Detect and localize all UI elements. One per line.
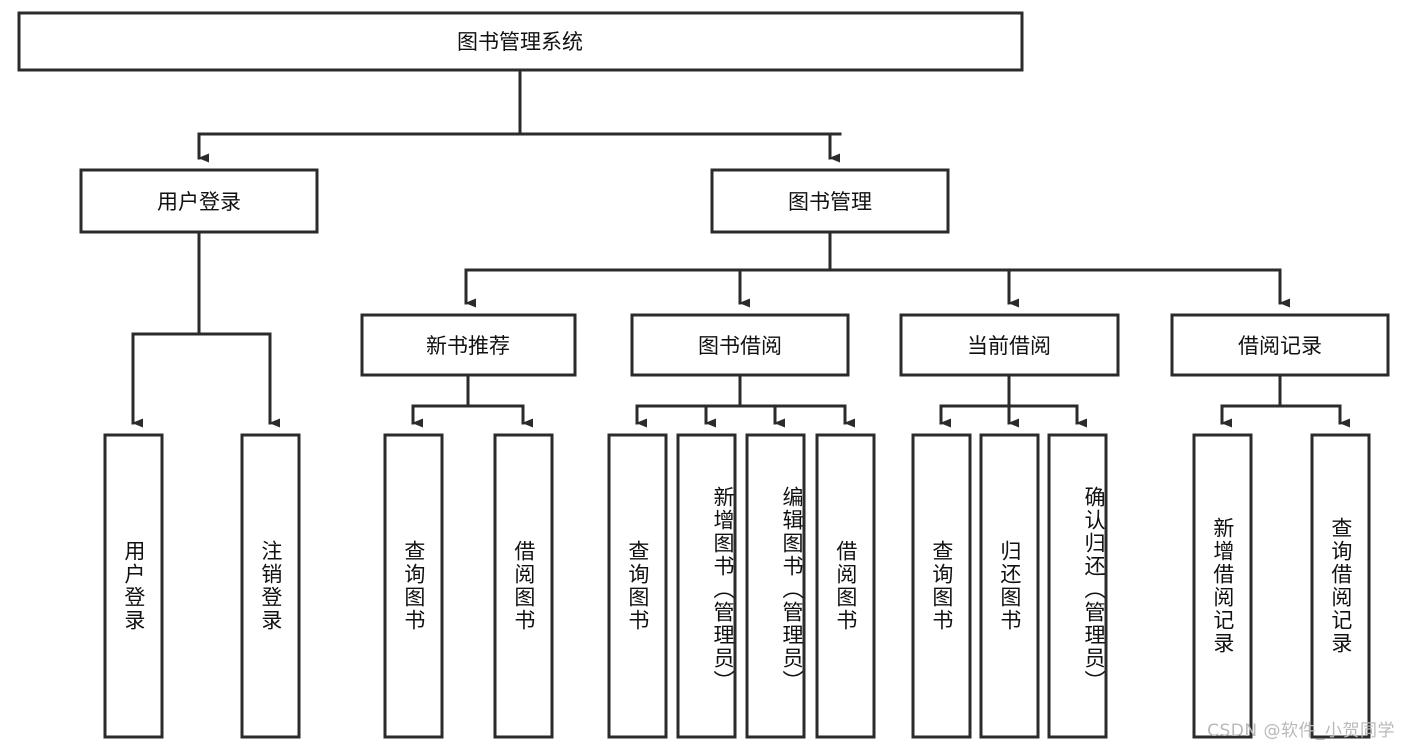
leaf-label-query-book-1: 查询图书: [401, 540, 426, 632]
leaf-box-return-book[interactable]: [979, 433, 1040, 739]
leaf-label-query-record: 查询借阅记录: [1328, 517, 1353, 655]
leaf-label-confirm-return: 确认归还（管理员）: [1082, 486, 1106, 693]
leaf-box-confirm-return[interactable]: [1047, 433, 1108, 739]
node-root-box[interactable]: [17, 11, 1024, 72]
node-borrow-record-box[interactable]: [1170, 313, 1390, 377]
node-new-book-recommend-box[interactable]: [360, 313, 577, 377]
leaf-box-borrow-book-1[interactable]: [493, 433, 554, 739]
connector-userlogin-to-leaves: [131, 230, 280, 428]
node-new-book-recommend-label: 新书推荐: [426, 334, 510, 358]
leaf-box-add-book[interactable]: [676, 433, 737, 739]
leaf-box-query-book-3[interactable]: [911, 433, 972, 739]
leaf-box-edit-book[interactable]: [745, 433, 806, 739]
node-user-login-label: 用户登录: [157, 190, 241, 214]
node-root-label: 图书管理系统: [457, 30, 583, 54]
leaf-box-query-book-1[interactable]: [383, 433, 444, 739]
node-user-login-box[interactable]: [79, 168, 319, 234]
leaf-label-add-record: 新增借阅记录: [1210, 517, 1235, 655]
node-book-manage-box[interactable]: [710, 168, 950, 234]
leaf-label-edit-book: 编辑图书（管理员）: [780, 486, 804, 693]
leaf-box-logout-login[interactable]: [240, 433, 301, 739]
leaf-label-borrow-book-2: 借阅图书: [833, 540, 858, 632]
node-current-borrow-box[interactable]: [899, 313, 1120, 377]
connector-bookborrow-to-leaves: [635, 373, 855, 428]
node-borrow-record[interactable]: 借阅记录: [1170, 313, 1390, 377]
connector-borrowrecord-to-leaves: [1220, 373, 1350, 428]
leaf-label-logout-login: 注销登录: [258, 540, 283, 632]
node-borrow-record-label: 借阅记录: [1238, 334, 1322, 358]
node-current-borrow-label: 当前借阅: [967, 334, 1051, 358]
leaf-label-query-book-3: 查询图书: [929, 540, 954, 632]
leaf-box-add-record[interactable]: [1192, 433, 1253, 739]
leaf-label-query-book-2: 查询图书: [625, 540, 650, 632]
leaf-label-add-book: 新增图书（管理员）: [711, 486, 735, 693]
leaf-box-query-record[interactable]: [1310, 433, 1371, 739]
csdn-watermark: CSDN @软件_小贺同学: [1207, 721, 1395, 741]
leaf-box-user-login[interactable]: [103, 433, 164, 739]
node-book-borrow-box[interactable]: [630, 313, 850, 377]
connector-currentborrow-to-leaves: [939, 373, 1087, 428]
leaf-box-borrow-book-2[interactable]: [815, 433, 876, 739]
leaf-label-borrow-book-1: 借阅图书: [511, 540, 536, 632]
leaf-label-user-login: 用户登录: [121, 540, 146, 632]
node-book-manage-label: 图书管理: [788, 190, 872, 214]
connector-bookmanage-to-level3: [464, 230, 1290, 308]
node-current-borrow[interactable]: 当前借阅: [899, 313, 1120, 377]
leaf-boxes: [103, 433, 1371, 739]
leaf-box-query-book-2[interactable]: [607, 433, 668, 739]
node-book-manage[interactable]: 图书管理: [710, 168, 950, 234]
node-user-login[interactable]: 用户登录: [79, 168, 319, 234]
node-book-borrow[interactable]: 图书借阅: [630, 313, 850, 377]
connector-newbook-to-leaves: [411, 373, 533, 428]
node-book-borrow-label: 图书借阅: [698, 334, 782, 358]
node-root[interactable]: 图书管理系统: [17, 11, 1024, 72]
node-new-book-recommend[interactable]: 新书推荐: [360, 313, 577, 377]
connector-root-to-level2: [197, 68, 842, 163]
leaf-label-return-book: 归还图书: [997, 540, 1022, 632]
